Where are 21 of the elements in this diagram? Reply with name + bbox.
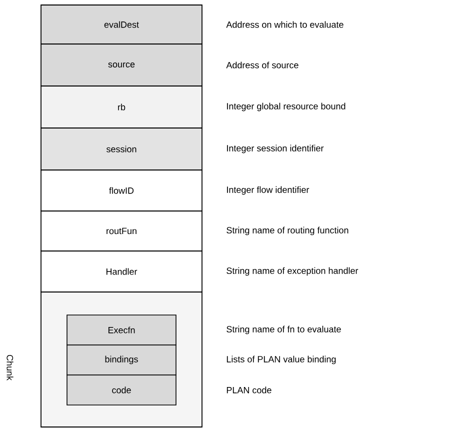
field-cell: session [40, 128, 202, 170]
field-description: Integer flow identifier [227, 186, 310, 195]
field-description: Address of source [226, 62, 298, 68]
field-description: String name of exception handler [226, 267, 358, 276]
field-cell: Handler [40, 250, 202, 292]
field-cell: code [66, 374, 176, 406]
field-description: Lists of PLAN value binding [226, 356, 336, 364]
field-description: Integer session identifier [227, 144, 324, 154]
field-cell: source [40, 44, 202, 86]
field-cell: bindings [66, 344, 176, 376]
field-description: String name of routing function [226, 226, 348, 236]
field-cell: rb [40, 86, 202, 128]
field-cell: routFun [40, 210, 202, 252]
field-description: PLAN code [226, 386, 272, 394]
side-label: Chunk [6, 354, 14, 380]
field-cell: flowID [40, 170, 202, 212]
field-description: Integer global resource bound [227, 102, 346, 112]
field-cell: Execfn [66, 314, 176, 346]
field-cell: evalDest [40, 4, 202, 44]
field-description: Address on which to evaluate [226, 21, 344, 28]
field-description: String name of fn to evaluate [226, 326, 341, 334]
